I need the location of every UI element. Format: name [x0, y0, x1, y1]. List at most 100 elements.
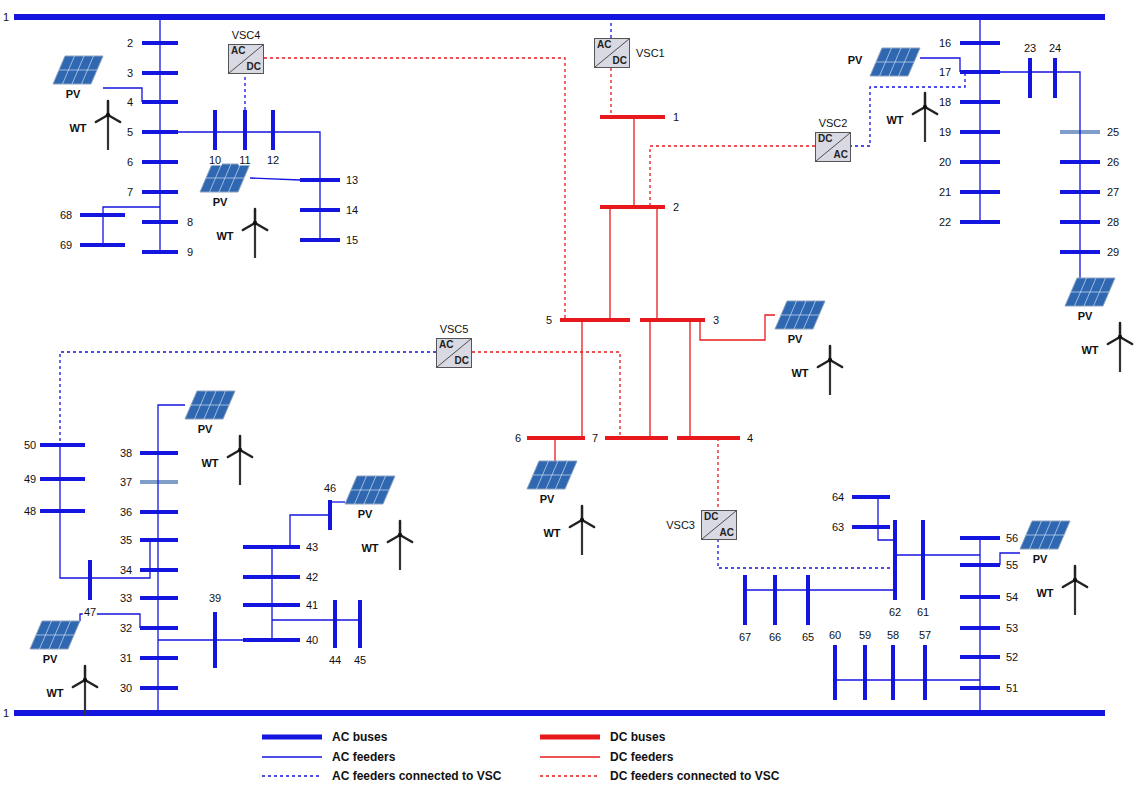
converter-side: AC	[720, 528, 734, 538]
ac-bus	[140, 596, 178, 600]
bus-number: 3	[126, 68, 134, 79]
bus-number: 3	[712, 315, 720, 326]
turbine-hub	[106, 113, 110, 117]
source-label: WT	[790, 368, 809, 379]
converter-name: VSC3	[665, 520, 696, 531]
converter-slash	[229, 45, 263, 73]
bus-number: 60	[828, 630, 842, 641]
pv-grid	[1026, 535, 1064, 536]
bus-number: 7	[126, 187, 134, 198]
pv-panel	[200, 164, 250, 192]
pv-panel-face	[1065, 278, 1115, 306]
bus-number: 4	[126, 97, 134, 108]
source-label: PV	[1077, 311, 1094, 322]
source-label: PV	[1032, 554, 1049, 565]
wind-turbine	[1108, 323, 1132, 372]
legend-text: AC feeders	[332, 751, 395, 763]
turbine-tower	[107, 115, 109, 150]
turbine-tower	[829, 360, 831, 395]
pv-panel-face	[775, 301, 825, 329]
bus-number: 41	[305, 600, 319, 611]
bus-number: 39	[208, 593, 222, 604]
legend-sample	[262, 735, 322, 740]
bus-number: 48	[23, 506, 37, 517]
bus-number: 27	[1106, 187, 1120, 198]
pv-panel	[1065, 278, 1115, 306]
bus-number: 61	[916, 607, 930, 618]
ac-feeder	[60, 445, 150, 578]
ac-bus	[213, 110, 217, 150]
bus-number: 16	[938, 38, 952, 49]
turbine-hub	[1118, 335, 1122, 339]
dc-bus	[677, 436, 740, 440]
bus-number: 67	[738, 632, 752, 643]
bus-number: 26	[1106, 157, 1120, 168]
wind-turbine	[1063, 566, 1087, 615]
bus-number: 21	[938, 187, 952, 198]
bus-number: 5	[545, 315, 553, 326]
pv-panel	[185, 391, 235, 419]
bus-number: 40	[305, 635, 319, 646]
bus-number: 56	[1005, 533, 1019, 544]
ac-bus	[891, 645, 895, 700]
ac-bus	[743, 575, 747, 625]
turbine-tower	[84, 680, 86, 715]
bus-number: 9	[186, 247, 194, 258]
bus-number: 42	[305, 572, 319, 583]
converter-side: DC	[247, 62, 261, 72]
ac-bus	[140, 656, 178, 660]
bus-number: 20	[938, 157, 952, 168]
bus-number: 28	[1106, 217, 1120, 228]
bus-number: 32	[119, 623, 133, 634]
ac-bus	[140, 538, 178, 542]
converter-side: AC	[834, 150, 848, 160]
ac-feeder	[835, 679, 980, 680]
converter-slash	[816, 133, 850, 161]
ac-bus	[923, 645, 927, 700]
ac-bus	[140, 686, 178, 690]
ac-bus	[852, 495, 890, 499]
turbine-tower	[239, 450, 241, 485]
converter-name: VSC1	[635, 48, 666, 59]
wind-turbine	[73, 666, 97, 715]
turbine-tower	[1074, 580, 1076, 615]
bus-number: 19	[938, 127, 952, 138]
ac-bus	[271, 110, 275, 150]
turbine-tower	[581, 520, 583, 555]
turbine-hub	[923, 105, 927, 109]
converter-name: VSC5	[439, 324, 470, 335]
bus-number: 65	[801, 632, 815, 643]
ac-feeder	[103, 207, 160, 245]
source-label: PV	[212, 197, 229, 208]
bus-number: 47	[83, 607, 97, 618]
ac-feeder	[1000, 72, 1080, 278]
bus-number: 46	[323, 483, 337, 494]
pv-panel-face	[1020, 521, 1070, 549]
turbine-hub	[83, 678, 87, 682]
ac-feeder-to-vsc	[244, 74, 245, 110]
ac-bus	[806, 575, 810, 625]
source-label: PV	[65, 89, 82, 100]
bus-number: 25	[1106, 127, 1120, 138]
bus-number: 2	[126, 38, 134, 49]
source-label: PV	[787, 334, 804, 345]
dc-bus	[527, 436, 585, 440]
legend-sample	[540, 756, 600, 758]
wind-turbine	[228, 436, 252, 485]
ac-bus	[1028, 58, 1032, 98]
converter-box: VSC4ACDC	[228, 44, 264, 74]
bus-number: 18	[938, 97, 952, 108]
turbine-hub	[1073, 578, 1077, 582]
wind-turbine	[570, 506, 594, 555]
bus-number: 23	[1023, 43, 1037, 54]
bus-number: 36	[119, 507, 133, 518]
bus-number: 55	[1005, 560, 1019, 571]
pv-panel-face	[30, 621, 80, 649]
source-label: WT	[360, 543, 379, 554]
dc-feeder	[656, 207, 657, 320]
legend-text: DC feeders	[610, 751, 673, 763]
dc-feeder	[633, 117, 634, 207]
pv-grid	[206, 178, 244, 179]
